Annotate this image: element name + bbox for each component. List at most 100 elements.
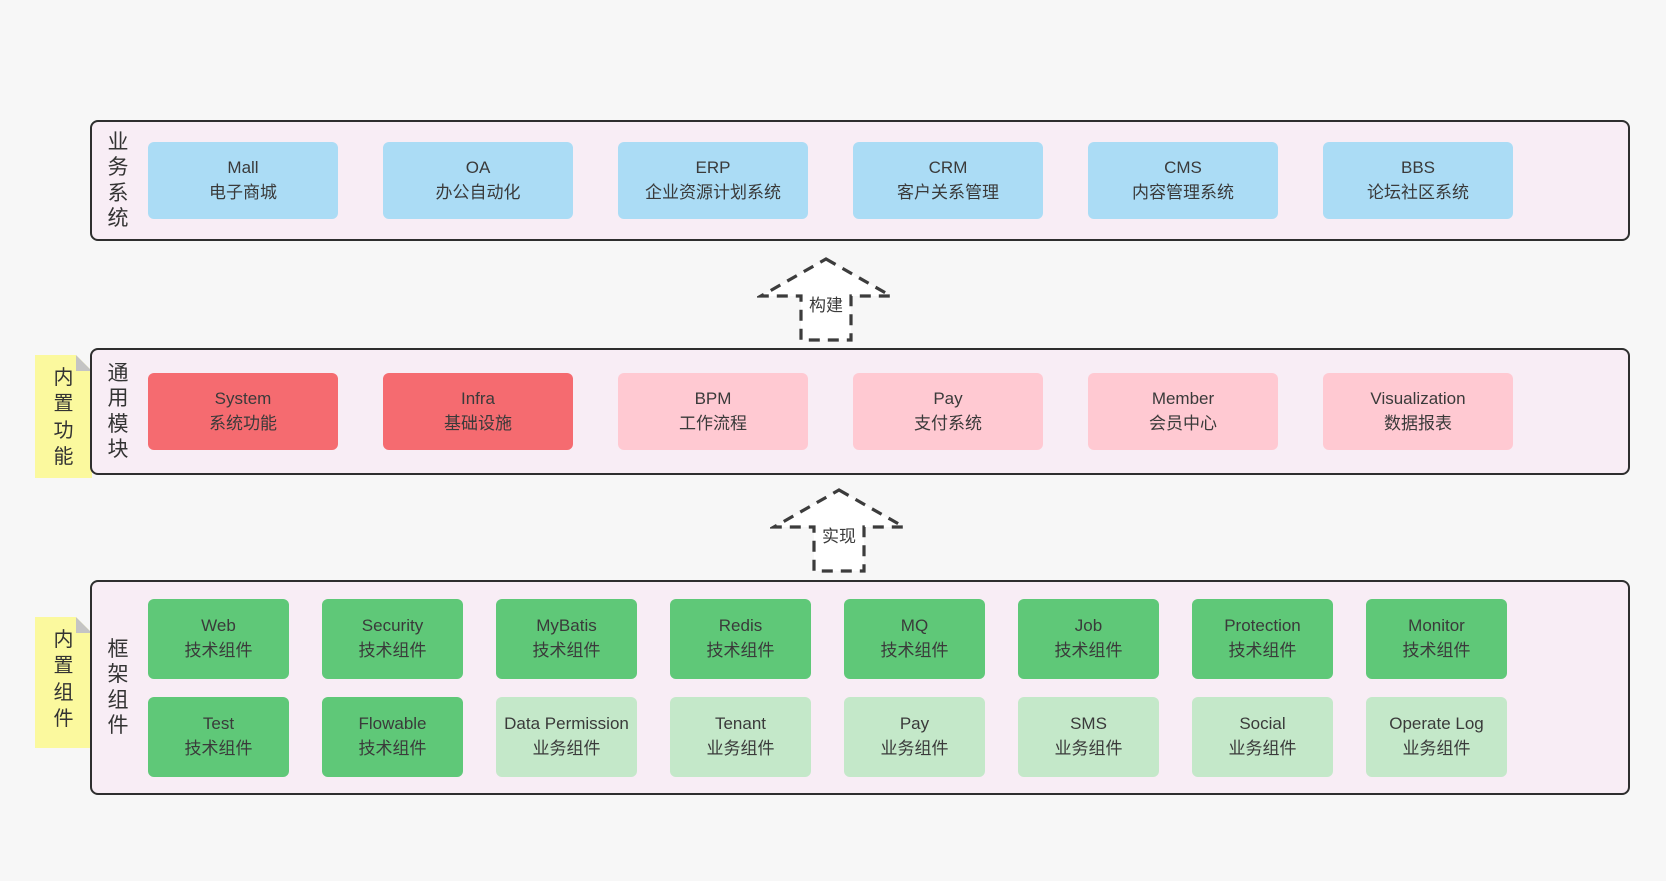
implement-arrow: 实现: [767, 487, 911, 574]
box-subtitle: 业务组件: [1402, 738, 1471, 758]
box-cms: CMS 内容管理系统: [1088, 142, 1278, 219]
box-title: Pay: [899, 713, 930, 733]
box-mybatis: MyBatis 技术组件: [496, 598, 637, 679]
sticky-note-built-in-components: 内置组件: [35, 617, 92, 748]
box-title: CRM: [928, 157, 968, 177]
box-title: Flowable: [358, 713, 427, 733]
framework-row-2: Test 技术组件 Flowable 技术组件 Data Permission …: [148, 696, 1507, 777]
panel-label-framework: 框架组件: [107, 638, 129, 737]
box-subtitle: 业务组件: [1228, 738, 1297, 758]
box-mall: Mall 电子商城: [148, 142, 338, 219]
box-subtitle: 客户关系管理: [897, 182, 999, 202]
box-title: Visualization: [1370, 388, 1466, 408]
box-subtitle: 电子商城: [209, 182, 277, 202]
box-subtitle: 技术组件: [706, 640, 775, 660]
box-title: Job: [1074, 615, 1103, 635]
box-title: Infra: [460, 388, 496, 408]
box-title: Security: [361, 615, 424, 635]
box-crm: CRM 客户关系管理: [853, 142, 1043, 219]
box-security: Security 技术组件: [322, 598, 463, 679]
box-subtitle: 技术组件: [184, 738, 253, 758]
box-member: Member 会员中心: [1088, 373, 1278, 450]
framework-components-panel: 框架组件 Web 技术组件 Security 技术组件 MyBatis 技术组件…: [90, 580, 1630, 795]
arrow-label: 实现: [822, 527, 856, 546]
framework-row-1: Web 技术组件 Security 技术组件 MyBatis 技术组件 Redi…: [148, 598, 1507, 679]
box-title: ERP: [695, 157, 731, 177]
box-web: Web 技术组件: [148, 598, 289, 679]
box-test: Test 技术组件: [148, 696, 289, 777]
business-boxes-row: Mall 电子商城 OA 办公自动化 ERP 企业资源计划系统 CRM 客户关系…: [148, 142, 1513, 219]
modules-boxes-row: System 系统功能 Infra 基础设施 BPM 工作流程 Pay 支付系统…: [148, 373, 1513, 450]
box-subtitle: 业务组件: [880, 738, 949, 758]
box-system: System 系统功能: [148, 373, 338, 450]
box-title: Member: [1151, 388, 1215, 408]
box-pay: Pay 支付系统: [853, 373, 1043, 450]
box-bbs: BBS 论坛社区系统: [1323, 142, 1513, 219]
box-redis: Redis 技术组件: [670, 598, 811, 679]
box-infra: Infra 基础设施: [383, 373, 573, 450]
box-title: Pay: [933, 388, 963, 408]
business-systems-panel: 业务系统 Mall 电子商城 OA 办公自动化 ERP 企业资源计划系统 CRM…: [90, 120, 1630, 241]
box-title: BBS: [1400, 157, 1436, 177]
box-title: Redis: [718, 615, 763, 635]
box-title: BPM: [694, 388, 732, 408]
box-flowable: Flowable 技术组件: [322, 696, 463, 777]
box-subtitle: 企业资源计划系统: [645, 182, 781, 202]
box-subtitle: 技术组件: [1402, 640, 1471, 660]
box-monitor: Monitor 技术组件: [1366, 598, 1507, 679]
box-subtitle: 技术组件: [358, 738, 427, 758]
box-title: Social: [1239, 713, 1286, 733]
box-protection: Protection 技术组件: [1192, 598, 1333, 679]
box-title: Operate Log: [1389, 713, 1484, 733]
box-title: Tenant: [714, 713, 767, 733]
dashed-up-arrow-icon: 实现: [767, 488, 911, 573]
sticky-note-built-in-features: 内置功能: [35, 355, 92, 478]
panel-label-modules: 通用模块: [107, 362, 129, 461]
box-subtitle: 基础设施: [444, 413, 512, 433]
box-subtitle: 技术组件: [1228, 640, 1297, 660]
box-subtitle: 论坛社区系统: [1367, 182, 1469, 202]
box-subtitle: 业务组件: [706, 738, 775, 758]
box-subtitle: 办公自动化: [435, 182, 521, 202]
box-bpm: BPM 工作流程: [618, 373, 808, 450]
box-subtitle: 技术组件: [184, 640, 253, 660]
common-modules-panel: 通用模块 System 系统功能 Infra 基础设施 BPM 工作流程 Pay…: [90, 348, 1630, 475]
box-title: Test: [202, 713, 235, 733]
box-data-permission: Data Permission 业务组件: [496, 696, 637, 777]
box-subtitle: 支付系统: [914, 413, 982, 433]
box-subtitle: 技术组件: [880, 640, 949, 660]
box-title: Mall: [227, 157, 259, 177]
box-subtitle: 技术组件: [1054, 640, 1123, 660]
box-title: MQ: [900, 615, 929, 635]
box-subtitle: 系统功能: [209, 413, 277, 433]
box-subtitle: 业务组件: [532, 738, 601, 758]
box-erp: ERP 企业资源计划系统: [618, 142, 808, 219]
box-title: Data Permission: [504, 713, 629, 733]
box-subtitle: 数据报表: [1384, 413, 1452, 433]
build-arrow: 构建: [754, 256, 898, 343]
box-title: System: [214, 388, 272, 408]
box-title: Protection: [1224, 615, 1301, 635]
box-mq: MQ 技术组件: [844, 598, 985, 679]
box-sms: SMS 业务组件: [1018, 696, 1159, 777]
box-pay-business: Pay 业务组件: [844, 696, 985, 777]
box-subtitle: 工作流程: [679, 413, 747, 433]
box-job: Job 技术组件: [1018, 598, 1159, 679]
box-title: CMS: [1164, 157, 1202, 177]
box-social: Social 业务组件: [1192, 696, 1333, 777]
box-subtitle: 技术组件: [532, 640, 601, 660]
arrow-label: 构建: [809, 296, 843, 315]
box-visualization: Visualization 数据报表: [1323, 373, 1513, 450]
box-subtitle: 会员中心: [1149, 413, 1217, 433]
box-oa: OA 办公自动化: [383, 142, 573, 219]
box-title: Monitor: [1408, 615, 1465, 635]
box-title: OA: [465, 157, 491, 177]
dashed-up-arrow-icon: 构建: [754, 257, 898, 342]
framework-rows: Web 技术组件 Security 技术组件 MyBatis 技术组件 Redi…: [148, 598, 1507, 777]
sticky-label: 内置组件: [53, 629, 74, 731]
box-title: Web: [201, 615, 236, 635]
panel-label-business: 业务系统: [107, 131, 129, 230]
sticky-label: 内置功能: [53, 367, 74, 469]
box-subtitle: 技术组件: [358, 640, 427, 660]
